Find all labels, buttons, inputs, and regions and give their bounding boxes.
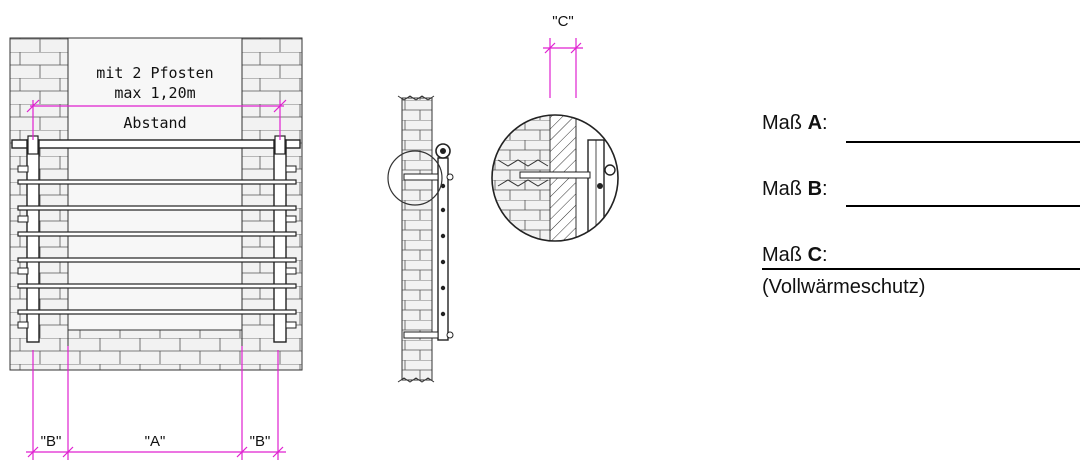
mass-c-letter: C <box>807 244 823 266</box>
wall-brackets <box>17 165 297 329</box>
horizontal-rails <box>17 179 297 315</box>
mass-a-prefix: Maß <box>762 112 808 134</box>
mass-c-prefix: Maß <box>762 244 808 266</box>
detail-marker-circle <box>387 150 443 206</box>
mass-b-prefix: Maß <box>762 178 808 200</box>
detail-view: "C" <box>491 13 619 242</box>
mass-c-suffix: : <box>822 244 828 266</box>
mass-b-letter: B <box>807 178 823 200</box>
post-note-line1: mit 2 Pfosten <box>96 64 213 82</box>
post-note-line3: Abstand <box>123 114 186 132</box>
mass-c-input-line[interactable] <box>762 268 1080 270</box>
mass-b-input-line[interactable] <box>846 205 1080 207</box>
mass-a-input-line[interactable] <box>846 141 1080 143</box>
dim-b-left-label: "B" <box>41 433 62 450</box>
front-view: mit 2 Pfosten max 1,20m Abstand "B" "A" … <box>9 37 303 460</box>
mass-a-letter: A <box>807 112 823 134</box>
bottom-dimensions <box>26 346 286 460</box>
mass-a-suffix: : <box>822 112 828 134</box>
mass-c-label: Maß C: <box>762 244 828 267</box>
side-rail-dots <box>440 183 446 317</box>
dim-a-label: "A" <box>145 433 166 450</box>
right-wall <box>241 37 303 371</box>
detail-circle <box>491 114 619 242</box>
mass-b-suffix: : <box>822 178 828 200</box>
post-distance-dimension <box>26 99 287 140</box>
side-view <box>387 95 454 383</box>
mass-c-note: (Vollwärmeschutz) <box>762 276 926 298</box>
dim-b-right-label: "B" <box>250 433 271 450</box>
side-anchors <box>403 173 454 339</box>
dim-c-lines <box>543 38 583 98</box>
post-note-line2: max 1,20m <box>114 84 195 102</box>
dim-c-label: "C" <box>552 13 573 30</box>
lower-wall <box>67 329 243 371</box>
mass-a-label: Maß A: <box>762 112 828 135</box>
handrail <box>11 139 301 149</box>
mass-b-label: Maß B: <box>762 178 828 201</box>
